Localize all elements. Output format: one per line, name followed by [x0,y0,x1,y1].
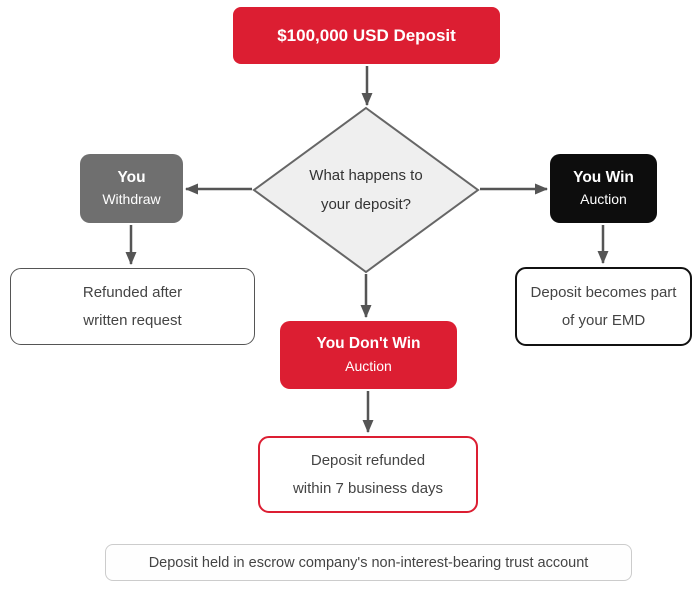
lose-result-line1: Deposit refunded [310,451,426,469]
deposit-node: $100,000 USD Deposit [233,7,500,64]
escrow-note-label: Deposit held in escrow company's non-int… [148,554,589,571]
win-result-line2: of your EMD [561,311,646,329]
lose-node-title: You Don't Win [316,335,421,353]
decision-question: What happens to your deposit? [254,108,478,272]
win-result-node: Deposit becomes part of your EMD [515,267,692,346]
withdraw-node-title: You [117,168,146,186]
decision-diamond-shape [252,106,480,274]
win-result-line1: Deposit becomes part [530,283,677,301]
lose-node: You Don't Win Auction [280,321,457,389]
escrow-note: Deposit held in escrow company's non-int… [105,544,632,581]
withdraw-result-node: Refunded after written request [10,268,255,345]
withdraw-node: You Withdraw [80,154,183,223]
withdraw-result-line2: written request [83,311,182,329]
decision-question-line2: your deposit? [320,196,412,213]
decision-question-line1: What happens to [309,166,423,184]
lose-node-subtitle: Auction [345,357,392,374]
win-node-title: You Win [573,168,634,186]
withdraw-node-subtitle: Withdraw [102,191,161,208]
lose-result-node: Deposit refunded within 7 business days [258,436,478,513]
lose-result-line2: within 7 business days [292,479,444,497]
deposit-node-label: $100,000 USD Deposit [277,25,456,45]
win-node: You Win Auction [550,154,657,223]
win-node-subtitle: Auction [580,191,627,208]
withdraw-result-line1: Refunded after [82,283,183,301]
